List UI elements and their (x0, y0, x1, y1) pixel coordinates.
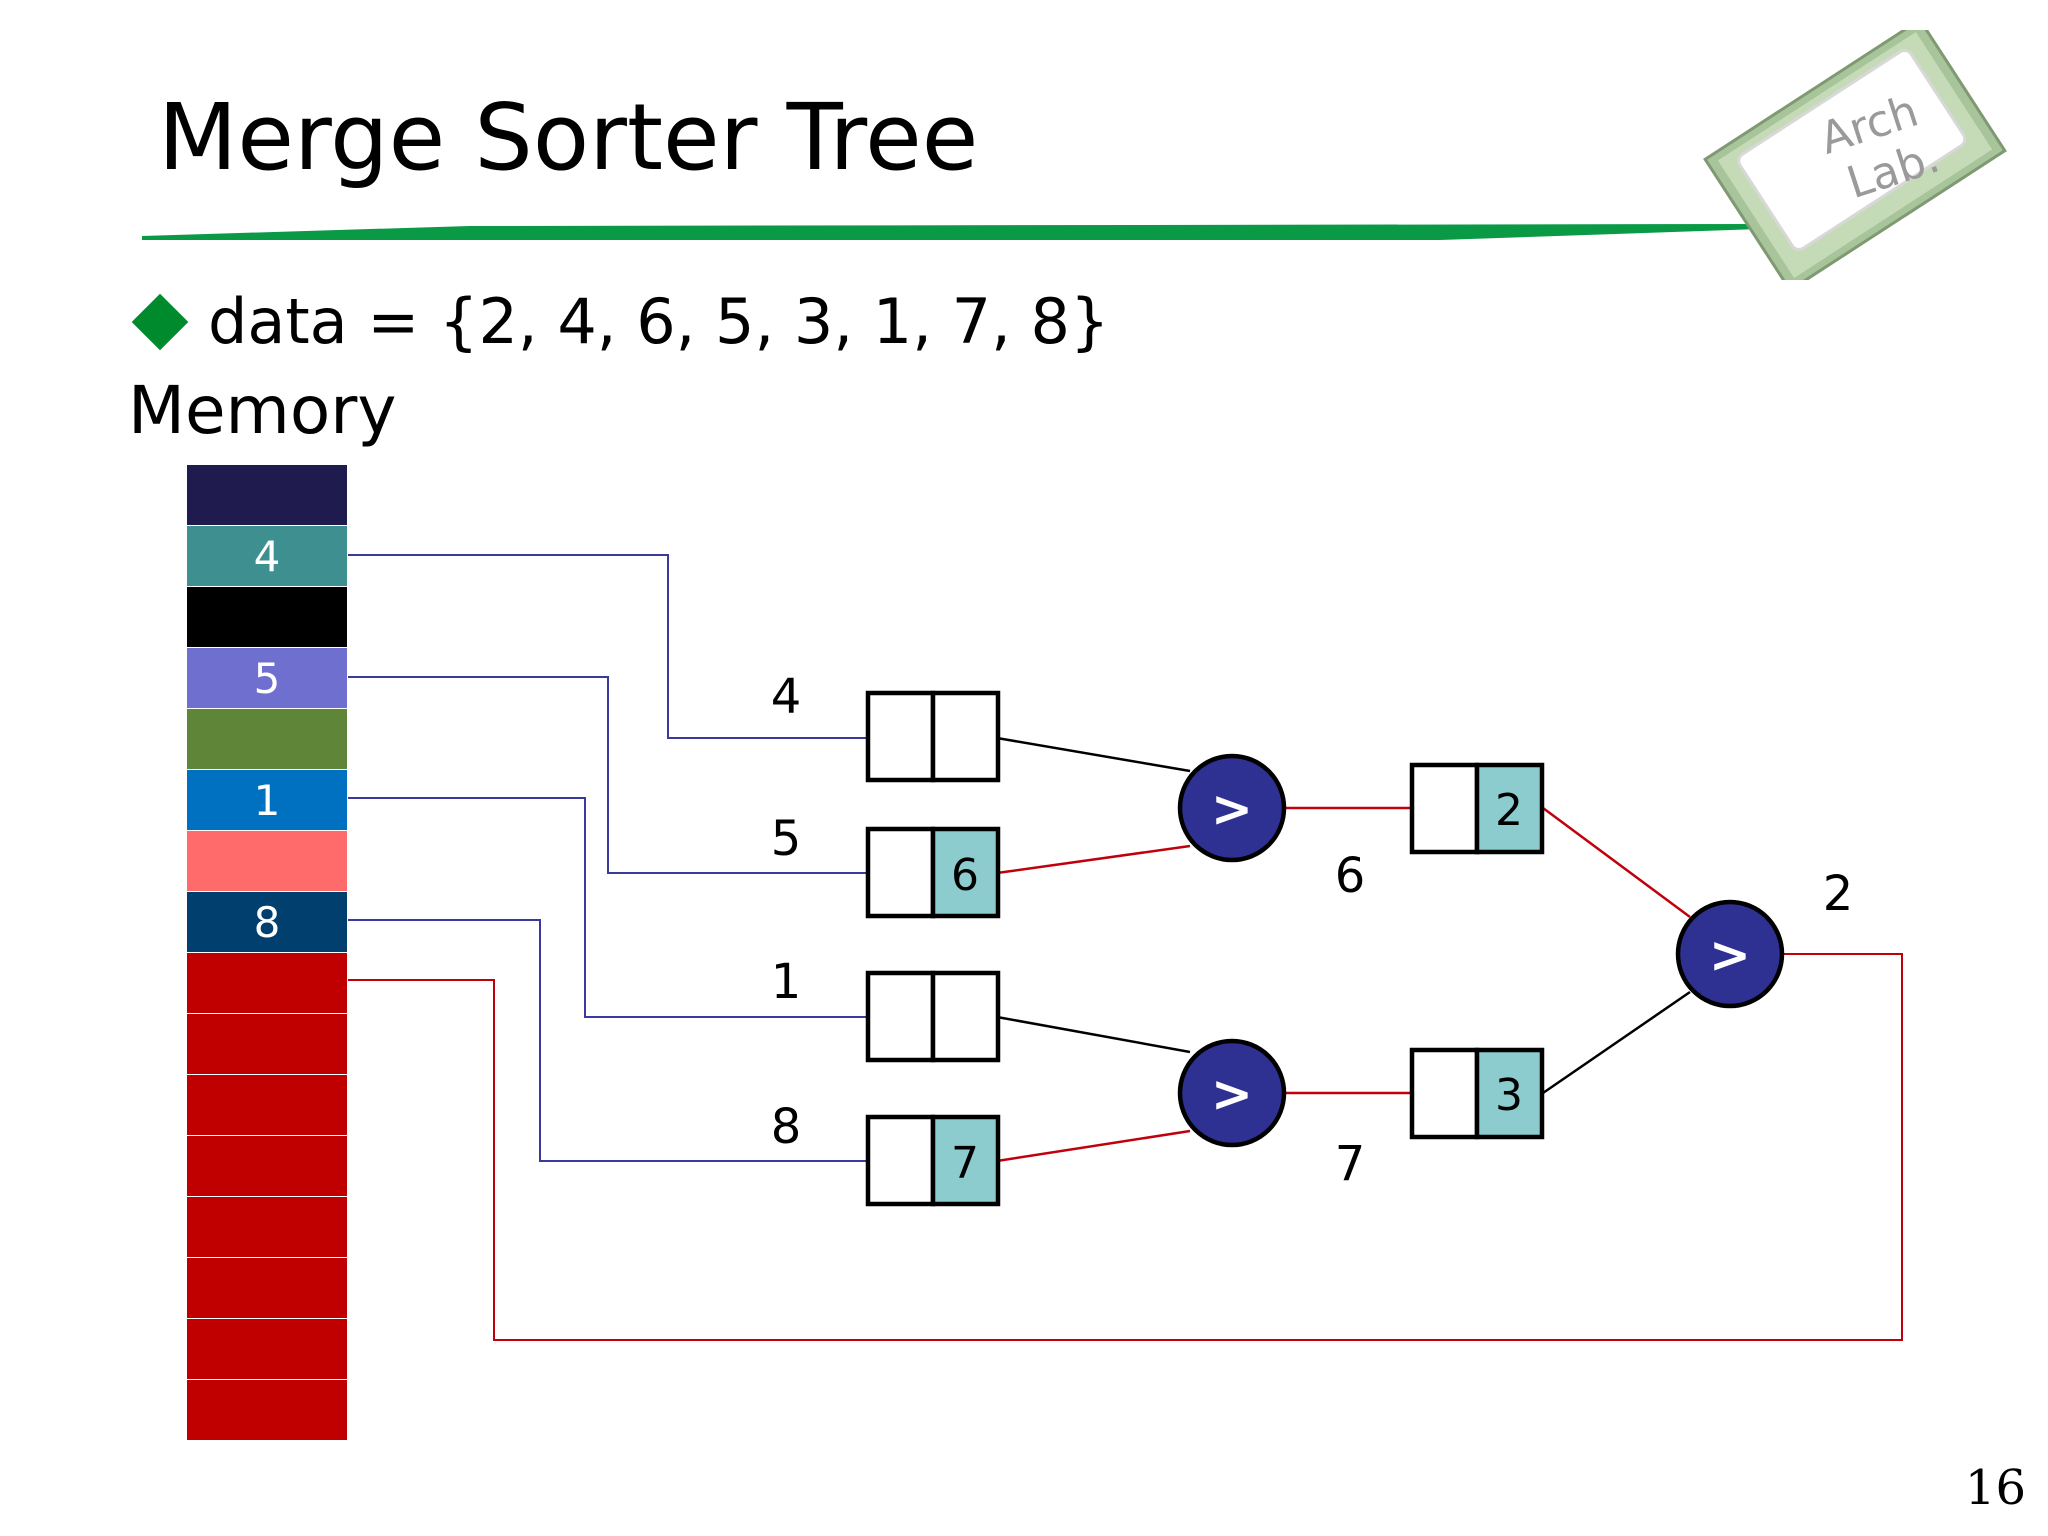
memory-cell (187, 1258, 347, 1318)
fifo-slot (930, 1114, 1001, 1207)
page-title: Merge Sorter Tree (158, 84, 979, 191)
leaf-fifo-4-value: 7 (951, 1138, 979, 1189)
wire-root-output-feedback (348, 953, 1903, 1341)
leaf-input-label-4: 8 (771, 1099, 802, 1155)
arch-lab-logo: Arch Lab. (1703, 30, 2007, 280)
memory-cell-value: 8 (254, 898, 281, 947)
fifo-slot (865, 1114, 936, 1207)
leaf-fifo-2-value: 6 (951, 850, 979, 901)
memory-cell: 1 (187, 770, 347, 830)
memory-label: Memory (128, 372, 397, 449)
wire-mem-to-fifo-3 (348, 797, 870, 1018)
memory-cell-fill (187, 770, 347, 830)
memory-cell-fill (187, 1319, 347, 1379)
leaf-fifo-2 (865, 826, 1001, 919)
memory-cell-fill (187, 892, 347, 952)
wire-mid-fifo-1-to-root (1542, 806, 1691, 919)
comparator-root-symbol: > (1709, 926, 1751, 984)
memory-cell: 4 (187, 526, 347, 586)
memory-cell-fill (187, 465, 347, 525)
fifo-slot (865, 690, 936, 783)
memory-cell-fill (187, 953, 347, 1013)
comparator-1 (1177, 753, 1287, 863)
memory-cell: 8 (187, 892, 347, 952)
memory-cell-fill (187, 709, 347, 769)
wire-mid-fifo-2-to-root (1542, 990, 1691, 1095)
memory-cell-fill (187, 831, 347, 891)
root-output: 2 (1823, 866, 1854, 922)
mid-fifo-1 (1409, 762, 1545, 855)
memory-cell-fill (187, 526, 347, 586)
fifo-slot (865, 826, 936, 919)
memory-cell-value: 1 (254, 776, 281, 825)
memory-cell (187, 953, 347, 1013)
wire-fifo-1-to-cmp-1 (996, 736, 1191, 773)
data-bullet-text: data = {2, 4, 6, 5, 3, 1, 7, 8} (208, 285, 1110, 358)
fifo-slot (930, 826, 1001, 919)
comparator-2-output: 7 (1335, 1136, 1366, 1192)
fifo-slot (930, 970, 1001, 1063)
memory-cell (187, 1197, 347, 1257)
memory-cell (187, 831, 347, 891)
fifo-slot (1474, 762, 1545, 855)
memory-cell (187, 1380, 347, 1440)
memory-cell-fill (187, 1197, 347, 1257)
leaf-input-label-3: 1 (771, 954, 802, 1010)
leaf-fifo-3 (865, 970, 1001, 1063)
memory-cell-fill (187, 648, 347, 708)
memory-cell-fill (187, 1258, 347, 1318)
wire-fifo-2-to-cmp-1 (996, 844, 1191, 875)
comparator-2 (1177, 1038, 1287, 1148)
memory-cell (187, 465, 347, 525)
comparator-root (1675, 899, 1785, 1009)
memory-cell (187, 1319, 347, 1379)
fifo-slot (1409, 1047, 1480, 1140)
mid-fifo-2-value: 3 (1495, 1070, 1523, 1121)
wire-mem-to-fifo-2 (348, 676, 870, 874)
wire-mem-to-fifo-4 (348, 919, 870, 1162)
comparator-1-output: 6 (1335, 848, 1366, 904)
memory-cell-fill (187, 1075, 347, 1135)
comparator-2-symbol: > (1211, 1065, 1253, 1123)
page-number: 16 (1964, 1460, 2026, 1516)
fifo-slot (1409, 762, 1480, 855)
data-bullet: data = {2, 4, 6, 5, 3, 1, 7, 8} (128, 282, 1109, 362)
memory-cell-fill (187, 587, 347, 647)
fifo-slot (930, 690, 1001, 783)
mid-fifo-1-value: 2 (1495, 785, 1523, 836)
wire-fifo-3-to-cmp-2 (996, 1015, 1191, 1054)
memory-cell-fill (187, 1380, 347, 1440)
memory-cell-value: 4 (254, 532, 281, 581)
wire-mem-to-fifo-1 (348, 554, 870, 739)
comparator-1-symbol: > (1211, 780, 1253, 838)
memory-cell (187, 1075, 347, 1135)
fifo-slot (1474, 1047, 1545, 1140)
mid-fifo-2 (1409, 1047, 1545, 1140)
memory-cell (187, 1014, 347, 1074)
memory-cell-fill (187, 1136, 347, 1196)
memory-cell-fill (187, 1014, 347, 1074)
memory-cell-value: 5 (254, 654, 281, 703)
leaf-fifo-4 (865, 1114, 1001, 1207)
fifo-slot (865, 970, 936, 1063)
leaf-input-label-1: 4 (771, 669, 802, 725)
memory-cell (187, 709, 347, 769)
memory-stack: 4 5 1 8 (187, 465, 347, 1440)
wire-fifo-4-to-cmp-2 (996, 1129, 1191, 1163)
memory-cell (187, 1136, 347, 1196)
leaf-fifo-1 (865, 690, 1001, 783)
memory-cell: 5 (187, 648, 347, 708)
leaf-input-label-2: 5 (771, 811, 802, 867)
memory-cell (187, 587, 347, 647)
